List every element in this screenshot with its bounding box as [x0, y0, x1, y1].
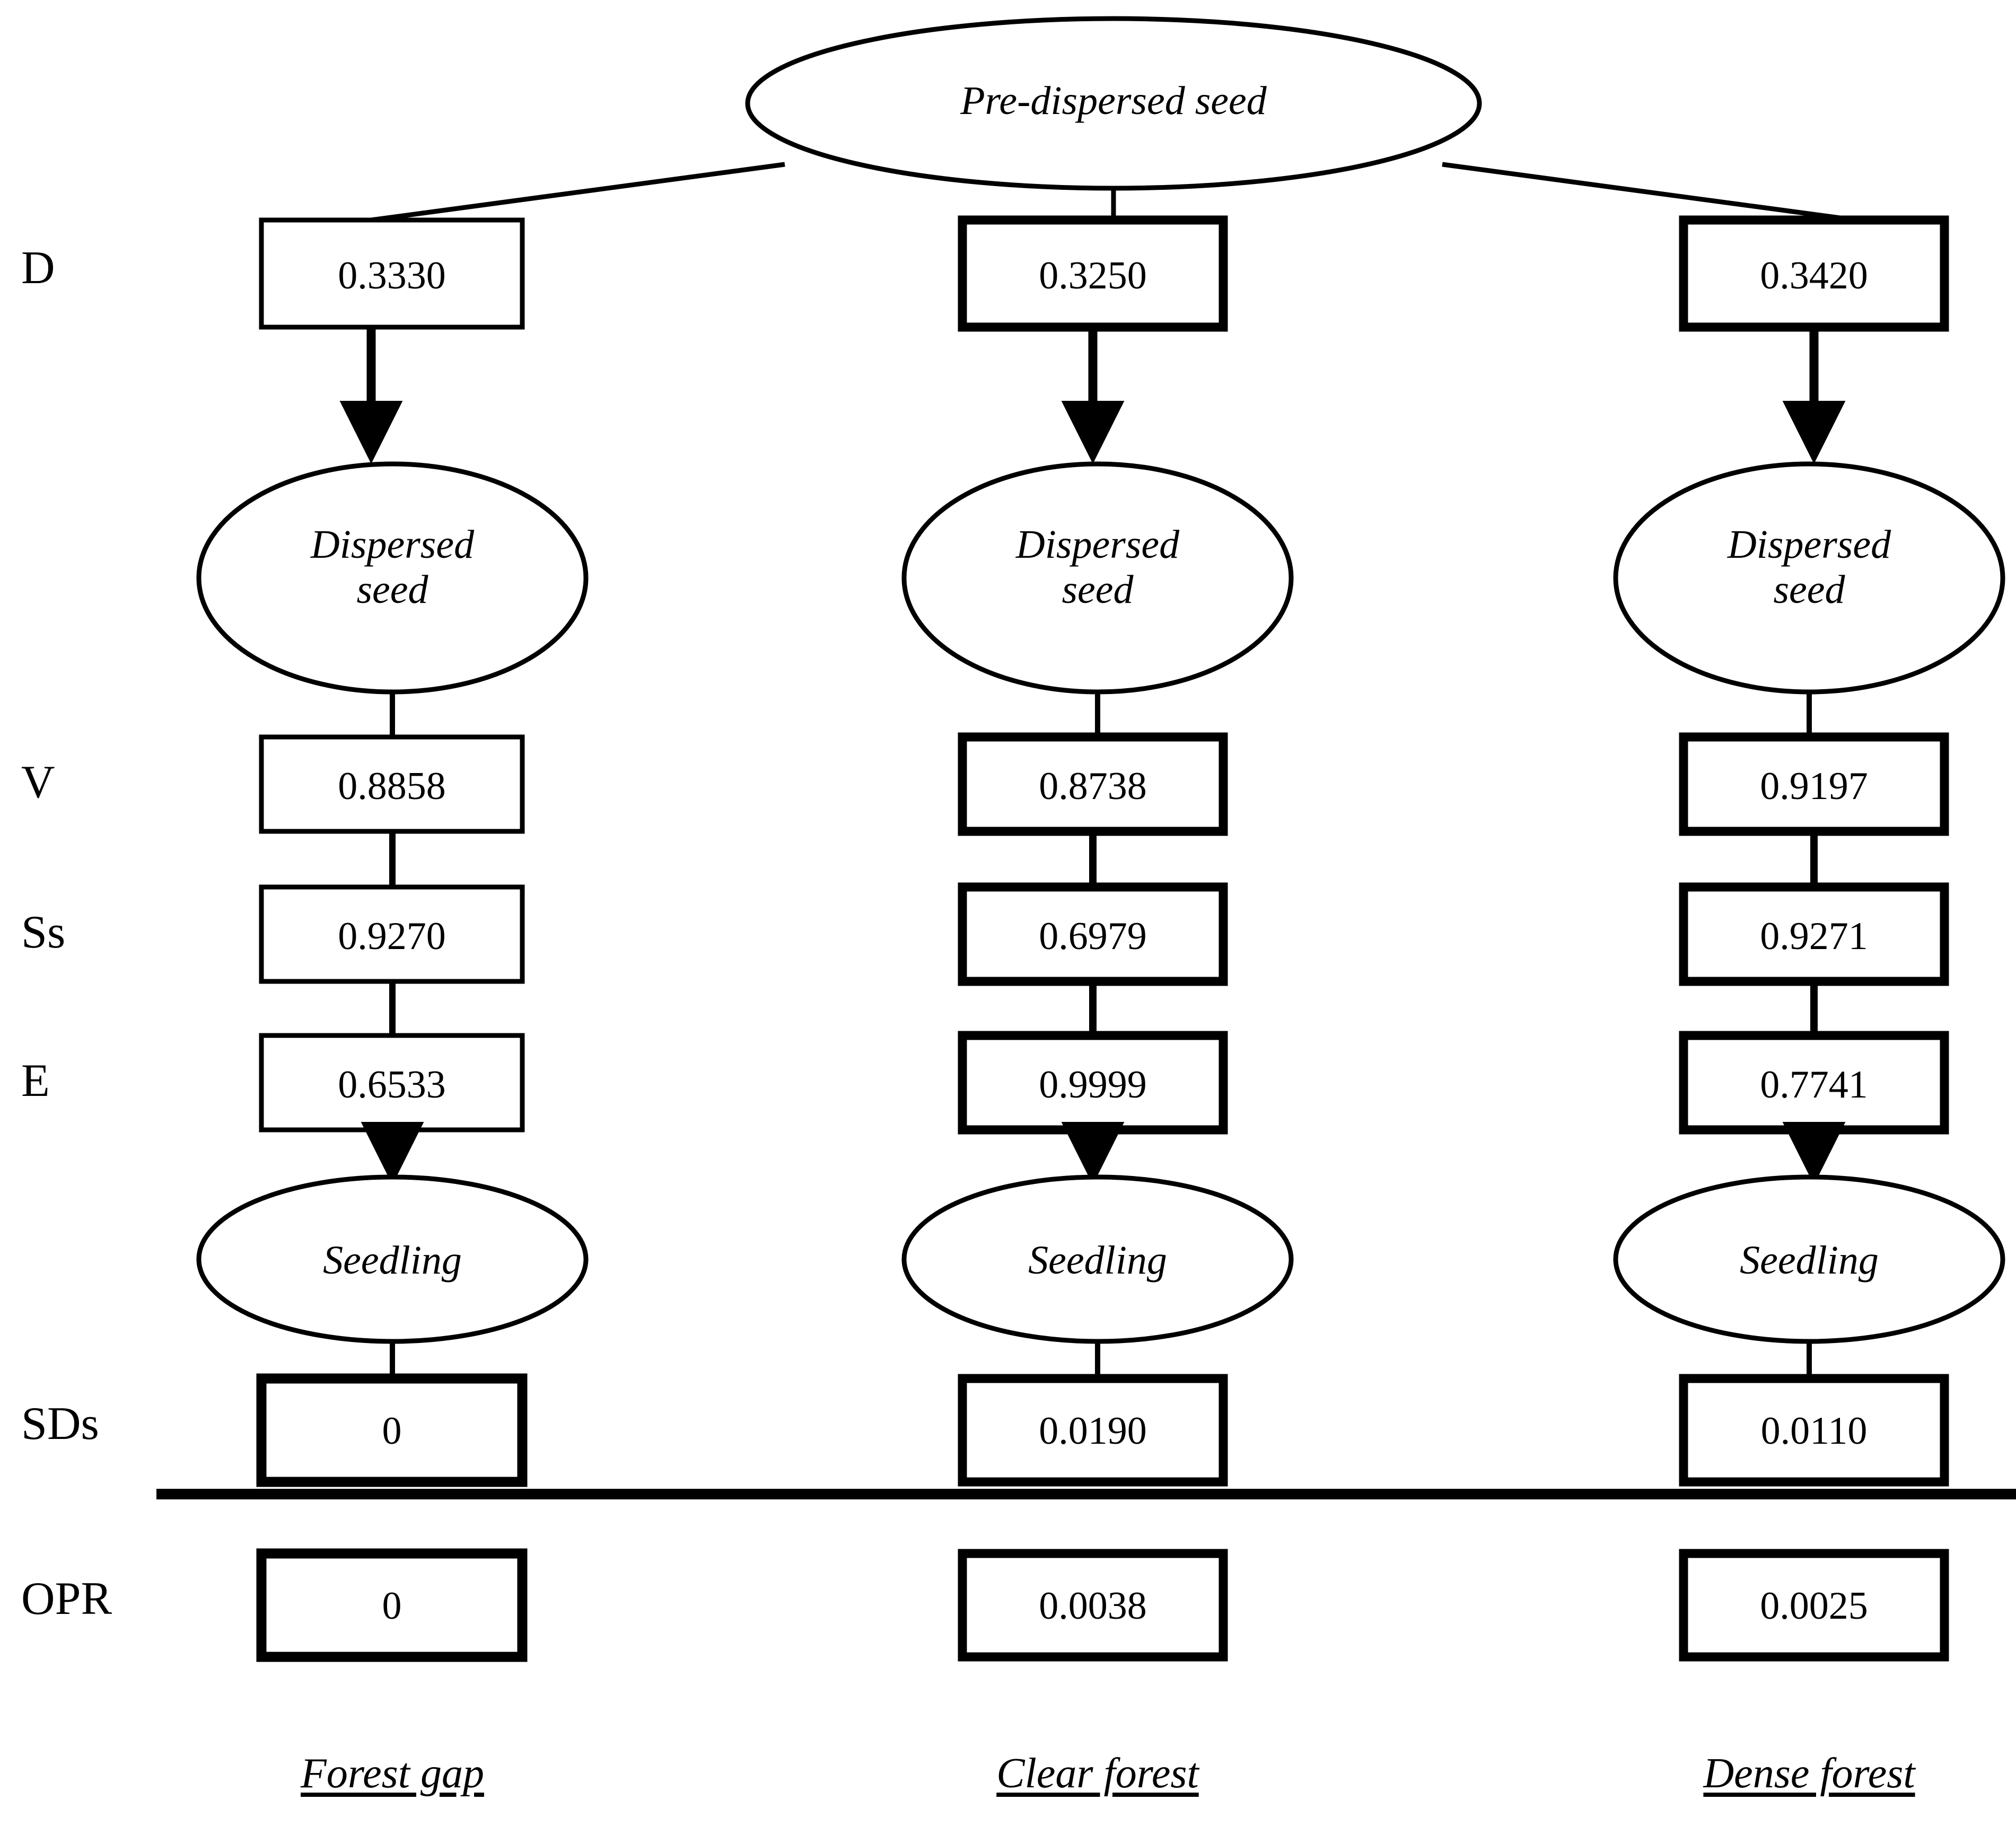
box-opr-forest-gap: [256, 1548, 528, 1662]
box-d-dense-forest: [1679, 215, 1949, 332]
box-d-clear-forest: [958, 215, 1228, 332]
box-e-dense-forest: [1679, 1031, 1949, 1135]
box-e-clear-forest: [958, 1031, 1228, 1135]
box-ss-forest-gap: [259, 884, 525, 984]
row-label-v: V: [21, 757, 55, 808]
column-caption-forest-gap: Forest gap: [301, 1750, 484, 1797]
connector-root-to-left-d: [371, 162, 785, 223]
column-caption-dense-forest: Dense forest: [1703, 1750, 1915, 1797]
node-pre-dispersed-seed: [745, 16, 1482, 191]
node-dispersed-seed-clear-forest: [901, 461, 1294, 695]
node-seedling-clear-forest: [901, 1174, 1294, 1344]
box-v-forest-gap: [259, 734, 525, 834]
node-dispersed-seed-forest-gap: [196, 461, 589, 695]
box-sds-forest-gap: [256, 1373, 528, 1487]
box-ss-clear-forest: [958, 882, 1228, 986]
box-sds-dense-forest: [1679, 1374, 1949, 1487]
box-sds-clear-forest: [958, 1374, 1228, 1487]
connector-root-to-right-d: [1442, 162, 1856, 223]
box-e-forest-gap: [259, 1033, 525, 1133]
node-seedling-dense-forest: [1613, 1174, 2005, 1344]
box-v-clear-forest: [958, 732, 1228, 836]
box-ss-dense-forest: [1679, 882, 1949, 986]
row-label-sds: SDs: [21, 1398, 99, 1450]
node-seedling-forest-gap: [196, 1174, 589, 1344]
row-label-ss: Ss: [21, 907, 66, 958]
row-label-opr: OPR: [21, 1573, 112, 1625]
row-label-d: D: [21, 242, 55, 294]
column-caption-clear-forest: Clear forest: [996, 1750, 1199, 1797]
box-opr-clear-forest: [958, 1549, 1228, 1662]
row-label-e: E: [21, 1055, 50, 1107]
box-d-forest-gap: [259, 217, 525, 330]
box-v-dense-forest: [1679, 732, 1949, 836]
node-dispersed-seed-dense-forest: [1613, 461, 2005, 695]
box-opr-dense-forest: [1679, 1549, 1949, 1662]
